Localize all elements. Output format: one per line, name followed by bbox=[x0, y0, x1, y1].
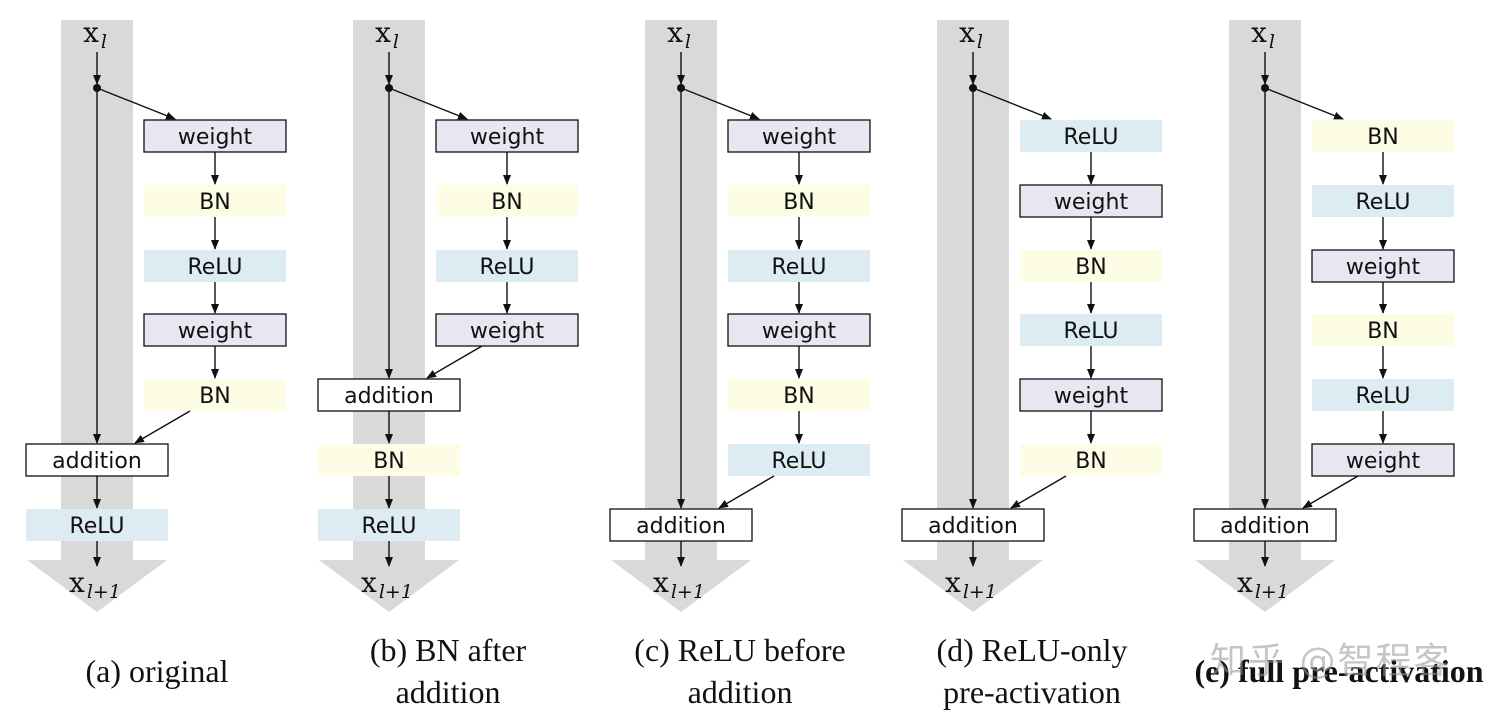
merge-arrow-d bbox=[1010, 475, 1067, 509]
block-e-5-weight bbox=[1311, 443, 1455, 477]
branch-arrow-b bbox=[388, 87, 468, 120]
addition-box-d-label: addition bbox=[928, 514, 1018, 539]
block-c-2-relu-label: ReLU bbox=[771, 255, 826, 280]
merge-arrow-b bbox=[426, 345, 483, 379]
block-a-1-bn-label: BN bbox=[199, 190, 231, 215]
merge-arrow-a bbox=[134, 410, 191, 444]
block-c-1-bn bbox=[728, 185, 870, 217]
addition-box-a bbox=[25, 443, 169, 477]
branch-arrow-e bbox=[1264, 87, 1344, 120]
block-c-3-weight-label: weight bbox=[762, 319, 837, 344]
block-b-3-weight bbox=[435, 313, 579, 347]
addition-box-a-label: addition bbox=[52, 449, 142, 474]
addition-box-c-label: addition bbox=[636, 514, 726, 539]
caption-a: (a) original bbox=[85, 653, 229, 689]
block-a-2-relu bbox=[144, 250, 286, 282]
merge-arrow-c bbox=[718, 475, 775, 509]
post-block-b-1-relu bbox=[318, 509, 460, 541]
block-d-4-weight-label: weight bbox=[1054, 384, 1129, 409]
branch-arrow-d bbox=[972, 87, 1052, 120]
branch-arrow-c bbox=[680, 87, 760, 120]
block-b-1-bn-label: BN bbox=[491, 190, 523, 215]
block-c-3-weight bbox=[727, 313, 871, 347]
block-e-0-bn bbox=[1312, 120, 1454, 152]
block-d-3-relu-label: ReLU bbox=[1063, 319, 1118, 344]
block-b-2-relu-label: ReLU bbox=[479, 255, 534, 280]
addition-box-e-label: addition bbox=[1220, 514, 1310, 539]
block-e-0-bn-label: BN bbox=[1367, 125, 1399, 150]
block-b-0-weight bbox=[435, 119, 579, 153]
block-e-1-relu bbox=[1312, 185, 1454, 217]
block-e-2-weight-label: weight bbox=[1346, 255, 1421, 280]
block-e-5-weight-label: weight bbox=[1346, 449, 1421, 474]
block-c-0-weight-label: weight bbox=[762, 125, 837, 150]
block-a-4-bn-label: BN bbox=[199, 384, 231, 409]
block-d-3-relu bbox=[1020, 314, 1162, 346]
addition-box-c bbox=[609, 508, 753, 542]
block-d-2-bn bbox=[1020, 250, 1162, 282]
block-a-1-bn bbox=[144, 185, 286, 217]
block-d-2-bn-label: BN bbox=[1075, 255, 1107, 280]
block-b-2-relu bbox=[436, 250, 578, 282]
watermark-text: 知乎 @智程客 bbox=[1210, 641, 1452, 682]
block-d-5-bn-label: BN bbox=[1075, 449, 1107, 474]
post-block-b-0-bn bbox=[318, 444, 460, 476]
block-e-4-relu-label: ReLU bbox=[1355, 384, 1410, 409]
merge-arrow-e bbox=[1302, 475, 1359, 509]
block-d-1-weight bbox=[1019, 184, 1163, 218]
block-d-0-relu bbox=[1020, 120, 1162, 152]
block-d-1-weight-label: weight bbox=[1054, 190, 1129, 215]
block-c-5-relu bbox=[728, 444, 870, 476]
block-c-4-bn bbox=[728, 379, 870, 411]
block-e-4-relu bbox=[1312, 379, 1454, 411]
block-b-1-bn bbox=[436, 185, 578, 217]
addition-box-d bbox=[901, 508, 1045, 542]
post-block-a-0-relu bbox=[26, 509, 168, 541]
block-a-3-weight-label: weight bbox=[178, 319, 253, 344]
block-a-2-relu-label: ReLU bbox=[187, 255, 242, 280]
caption-e: (e) full pre-activation bbox=[1194, 653, 1484, 689]
block-e-3-bn bbox=[1312, 314, 1454, 346]
addition-box-b-label: addition bbox=[344, 384, 434, 409]
post-block-a-0-relu-label: ReLU bbox=[69, 514, 124, 539]
post-block-b-1-relu-label: ReLU bbox=[361, 514, 416, 539]
post-block-b-0-bn-label: BN bbox=[373, 449, 405, 474]
block-b-0-weight-label: weight bbox=[470, 125, 545, 150]
block-c-2-relu bbox=[728, 250, 870, 282]
block-e-1-relu-label: ReLU bbox=[1355, 190, 1410, 215]
block-b-3-weight-label: weight bbox=[470, 319, 545, 344]
block-e-3-bn-label: BN bbox=[1367, 319, 1399, 344]
block-c-1-bn-label: BN bbox=[783, 190, 815, 215]
addition-box-b bbox=[317, 378, 461, 412]
block-c-4-bn-label: BN bbox=[783, 384, 815, 409]
block-c-5-relu-label: ReLU bbox=[771, 449, 826, 474]
branch-arrow-a bbox=[96, 87, 176, 120]
block-a-0-weight-label: weight bbox=[178, 125, 253, 150]
block-d-5-bn bbox=[1020, 444, 1162, 476]
block-d-0-relu-label: ReLU bbox=[1063, 125, 1118, 150]
block-a-4-bn bbox=[144, 379, 286, 411]
